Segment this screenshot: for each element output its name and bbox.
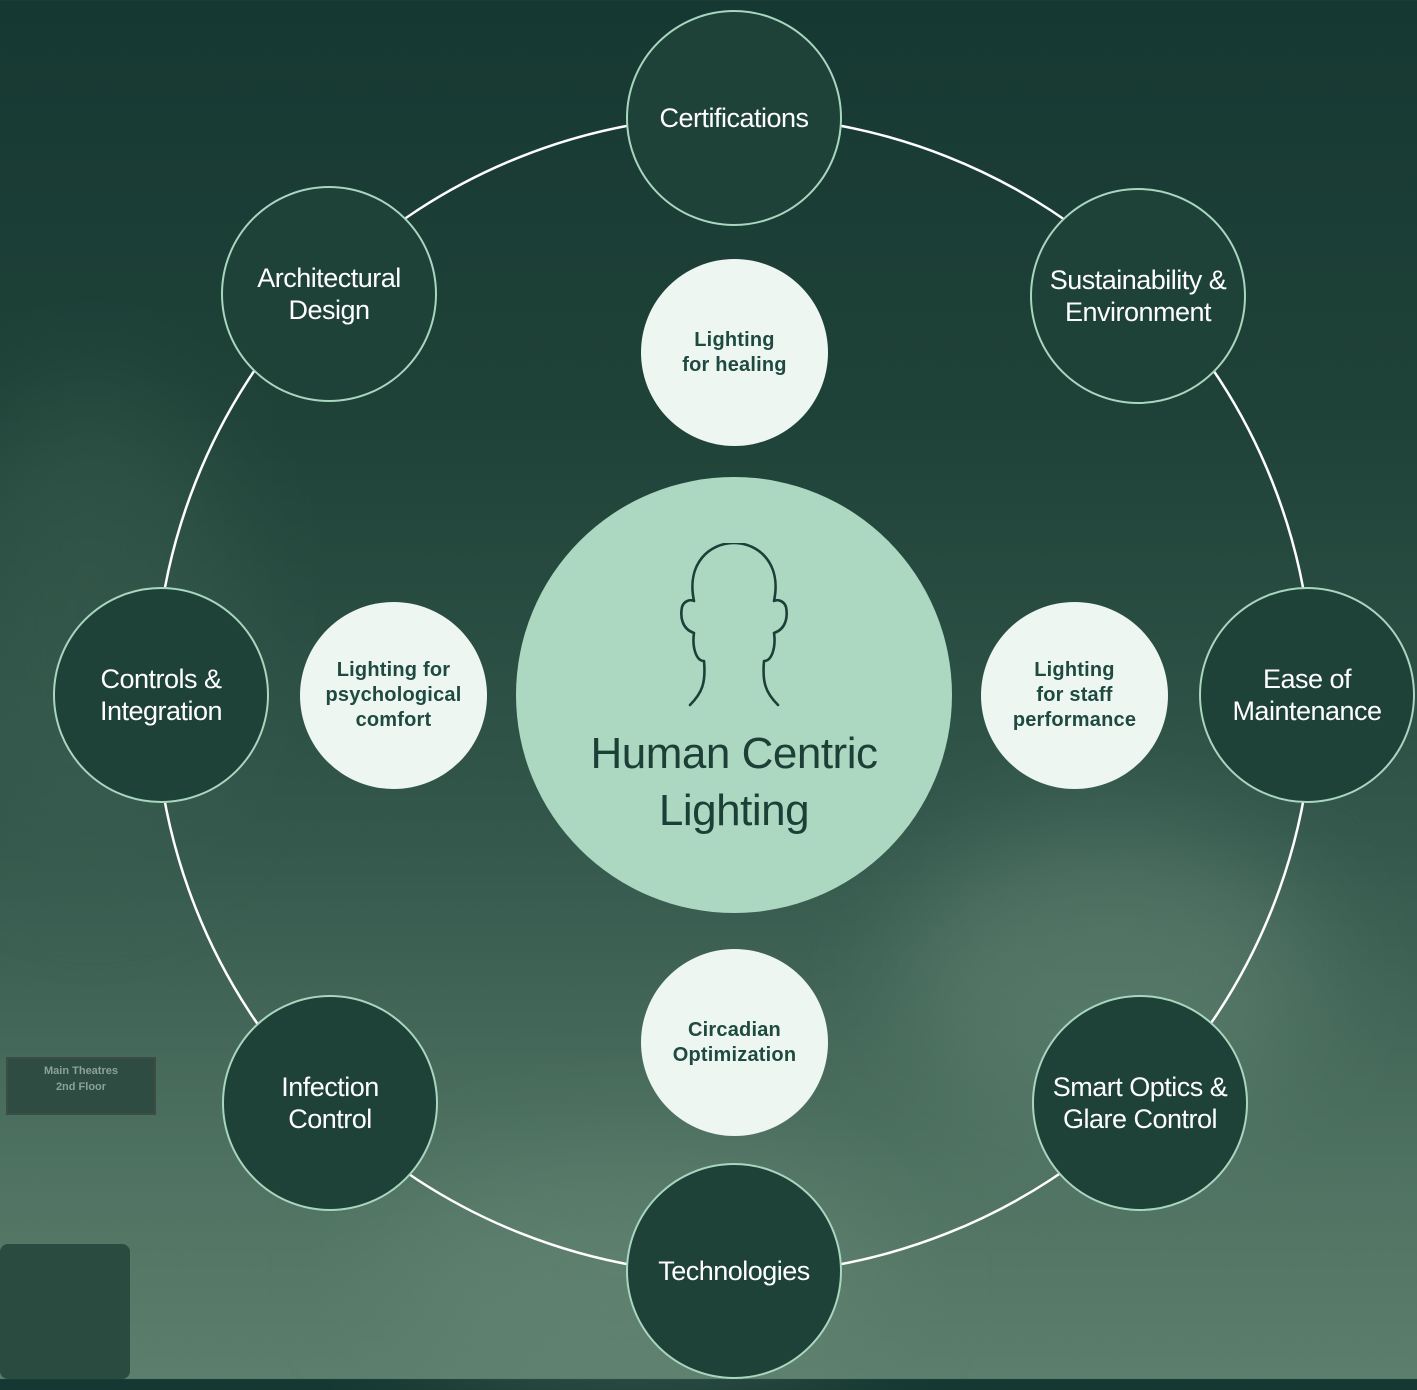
node-label: Certifications (659, 103, 809, 133)
node-label: Circadian Optimization (672, 1018, 797, 1066)
node-label: Ease of Maintenance (1232, 664, 1382, 726)
node-circadian-optimization[interactable]: Circadian Optimization (641, 949, 828, 1136)
node-smart-optics-glare-control[interactable]: Smart Optics & Glare Control (1032, 995, 1248, 1211)
node-ease-of-maintenance[interactable]: Ease of Maintenance (1199, 587, 1415, 803)
node-label: Sustainability & Environment (1049, 265, 1227, 327)
node-label: Smart Optics & Glare Control (1052, 1072, 1228, 1134)
background-sign: Main Theatres 2nd Floor (6, 1057, 156, 1115)
background-panel (0, 1244, 130, 1379)
node-infection-control[interactable]: Infection Control (222, 995, 438, 1211)
node-lighting-for-healing[interactable]: Lighting for healing (641, 259, 828, 446)
node-technologies[interactable]: Technologies (626, 1163, 842, 1379)
node-certifications[interactable]: Certifications (626, 10, 842, 226)
node-sustainability-environment[interactable]: Sustainability & Environment (1030, 188, 1246, 404)
node-label: Infection Control (281, 1072, 379, 1134)
head-silhouette-icon (680, 543, 788, 707)
node-architectural-design[interactable]: Architectural Design (221, 186, 437, 402)
center-human-centric-lighting[interactable]: Human Centric Lighting (516, 477, 952, 913)
node-controls-integration[interactable]: Controls & Integration (53, 587, 269, 803)
node-label: Technologies (658, 1256, 810, 1286)
center-title: Human Centric Lighting (590, 729, 878, 835)
node-label: Controls & Integration (99, 664, 223, 726)
node-label: Lighting for psychological comfort (325, 659, 462, 731)
node-label: Lighting for healing (682, 328, 787, 376)
node-label: Architectural Design (257, 263, 401, 325)
node-lighting-staff-performance[interactable]: Lighting for staff performance (981, 602, 1168, 789)
node-lighting-psychological-comfort[interactable]: Lighting for psychological comfort (300, 602, 487, 789)
node-label: Lighting for staff performance (1012, 659, 1137, 731)
